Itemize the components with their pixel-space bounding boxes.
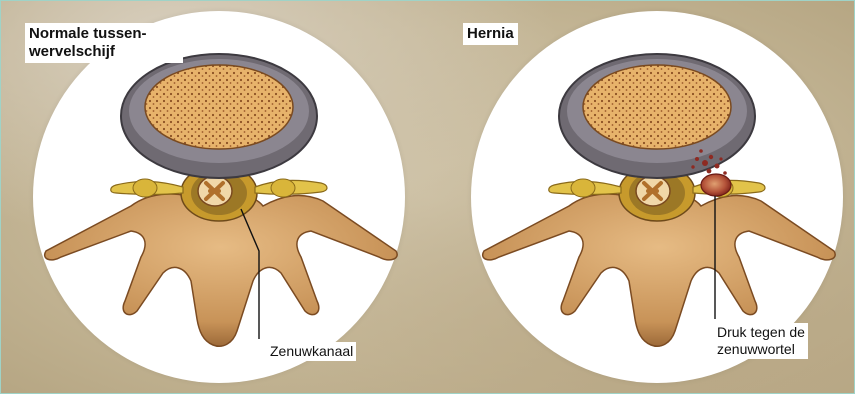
normal-vertebra <box>45 54 398 346</box>
panel-title-hernia: Hernia <box>463 23 518 45</box>
label-nerve-root-pressure: Druk tegen de zenuwwortel <box>714 323 808 359</box>
disc-core-left <box>145 65 293 149</box>
label-spinal-canal: Zenuwkanaal <box>267 342 356 361</box>
hernia-vertebra <box>483 54 836 346</box>
disc-core-right <box>583 65 731 149</box>
panel-title-normal: Normale tussen- wervelschijf <box>25 23 183 63</box>
herniated-nucleus <box>701 174 731 196</box>
